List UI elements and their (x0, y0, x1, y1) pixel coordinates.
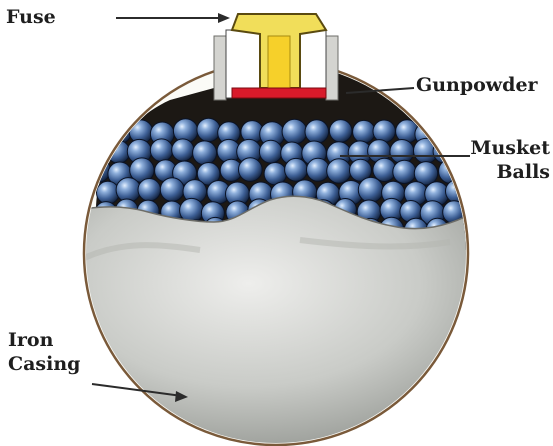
gunpowder (232, 88, 326, 98)
label-musket-line2: Balls (458, 160, 550, 184)
musket-ball (358, 177, 383, 202)
label-iron-line2: Casing (8, 352, 80, 376)
label-fuse: Fuse (6, 5, 56, 29)
musket-ball (172, 139, 194, 161)
musket-ball (329, 120, 352, 143)
fuse-opening-wall-right (326, 36, 338, 100)
label-fuse-text: Fuse (6, 5, 56, 29)
label-gunpowder: Gunpowder (416, 73, 538, 97)
label-gunpowder-text: Gunpowder (416, 73, 538, 97)
musket-ball (116, 178, 141, 203)
musket-ball (97, 181, 120, 204)
musket-ball (393, 160, 416, 183)
musket-ball (282, 119, 307, 144)
musket-ball (353, 120, 376, 143)
label-iron-line1: Iron (8, 328, 80, 352)
fuse-core (268, 36, 290, 90)
musket-ball (138, 179, 161, 202)
label-musket-line1: Musket (458, 136, 550, 160)
label-iron-casing: Iron Casing (8, 328, 80, 376)
fuse-arrowhead (218, 13, 230, 23)
musket-ball (259, 140, 282, 163)
label-musket-balls: Musket Balls (458, 136, 550, 184)
musket-ball (373, 120, 395, 142)
musket-ball (239, 158, 263, 182)
musket-ball (150, 139, 173, 162)
musket-ball (160, 178, 184, 202)
musket-ball (305, 120, 329, 144)
fuse-opening-wall-left (214, 36, 226, 100)
musket-ball (390, 140, 414, 164)
musket-ball (197, 118, 220, 141)
casing-cross-section (60, 196, 480, 446)
musket-ball (285, 158, 308, 181)
musket-ball (327, 159, 351, 183)
musket-ball (193, 141, 217, 165)
musket-ball (307, 158, 330, 181)
